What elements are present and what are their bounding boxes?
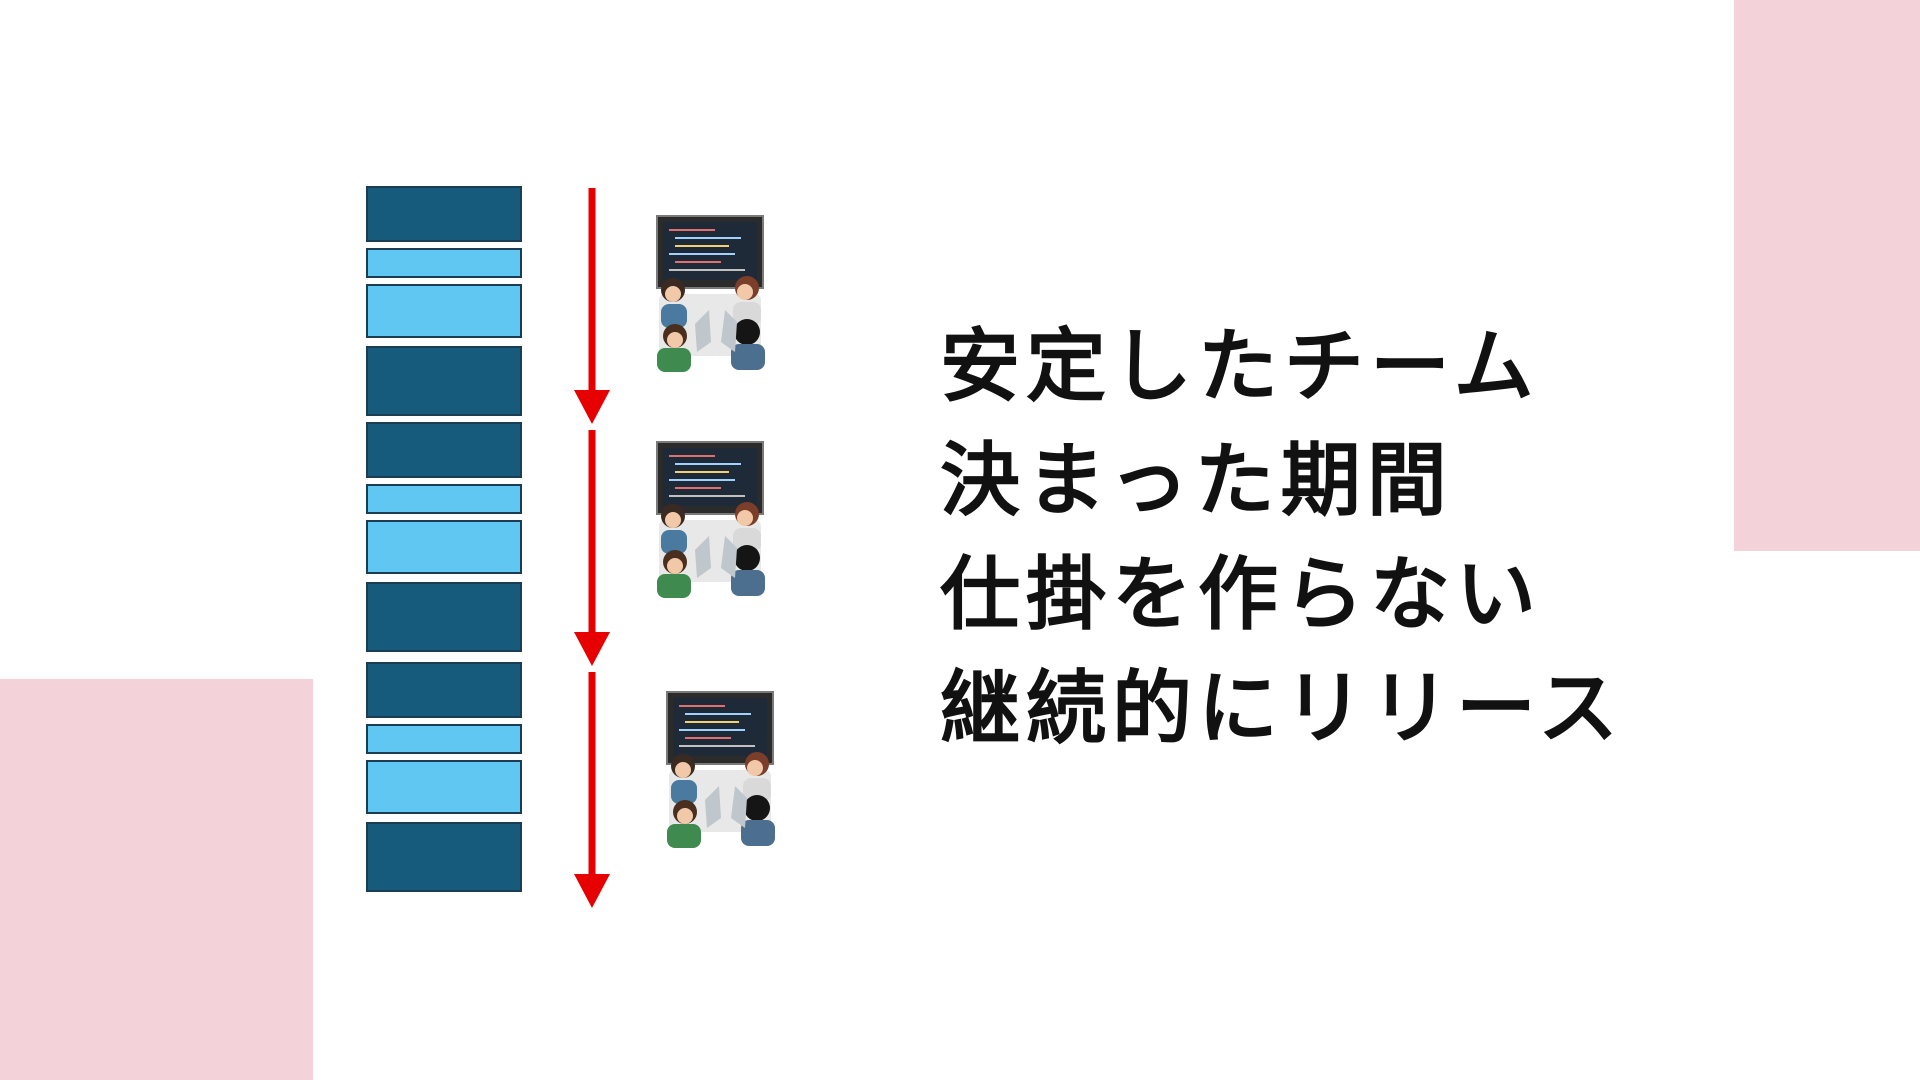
team-meeting-icon [666, 691, 775, 848]
key-point-fixed-period: 決まった期間 [940, 434, 1453, 527]
backlog-block [366, 484, 522, 514]
corner-accent-top-right [1734, 0, 1920, 551]
backlog-block [366, 822, 522, 892]
backlog-block [366, 248, 522, 278]
key-point-stable-team: 安定したチーム [940, 320, 1540, 413]
down-arrow-icon [574, 430, 610, 666]
down-arrow-icon [574, 672, 610, 908]
backlog-block [366, 724, 522, 754]
corner-accent-bottom-left [0, 679, 313, 1080]
team-meeting-icon [656, 441, 765, 598]
backlog-block [366, 284, 522, 338]
backlog-block [366, 582, 522, 652]
key-point-no-wip: 仕掛を作らない [940, 548, 1542, 641]
backlog-block [366, 662, 522, 718]
backlog-block [366, 760, 522, 814]
backlog-block [366, 346, 522, 416]
key-point-continuous-release: 継続的にリリース [940, 662, 1624, 755]
backlog-block [366, 422, 522, 478]
backlog-block [366, 520, 522, 574]
key-points-list: 安定したチーム 決まった期間 仕掛を作らない 継続的にリリース [940, 310, 1720, 766]
down-arrow-icon [574, 188, 610, 424]
team-meeting-icon [656, 215, 765, 372]
backlog-block [366, 186, 522, 242]
